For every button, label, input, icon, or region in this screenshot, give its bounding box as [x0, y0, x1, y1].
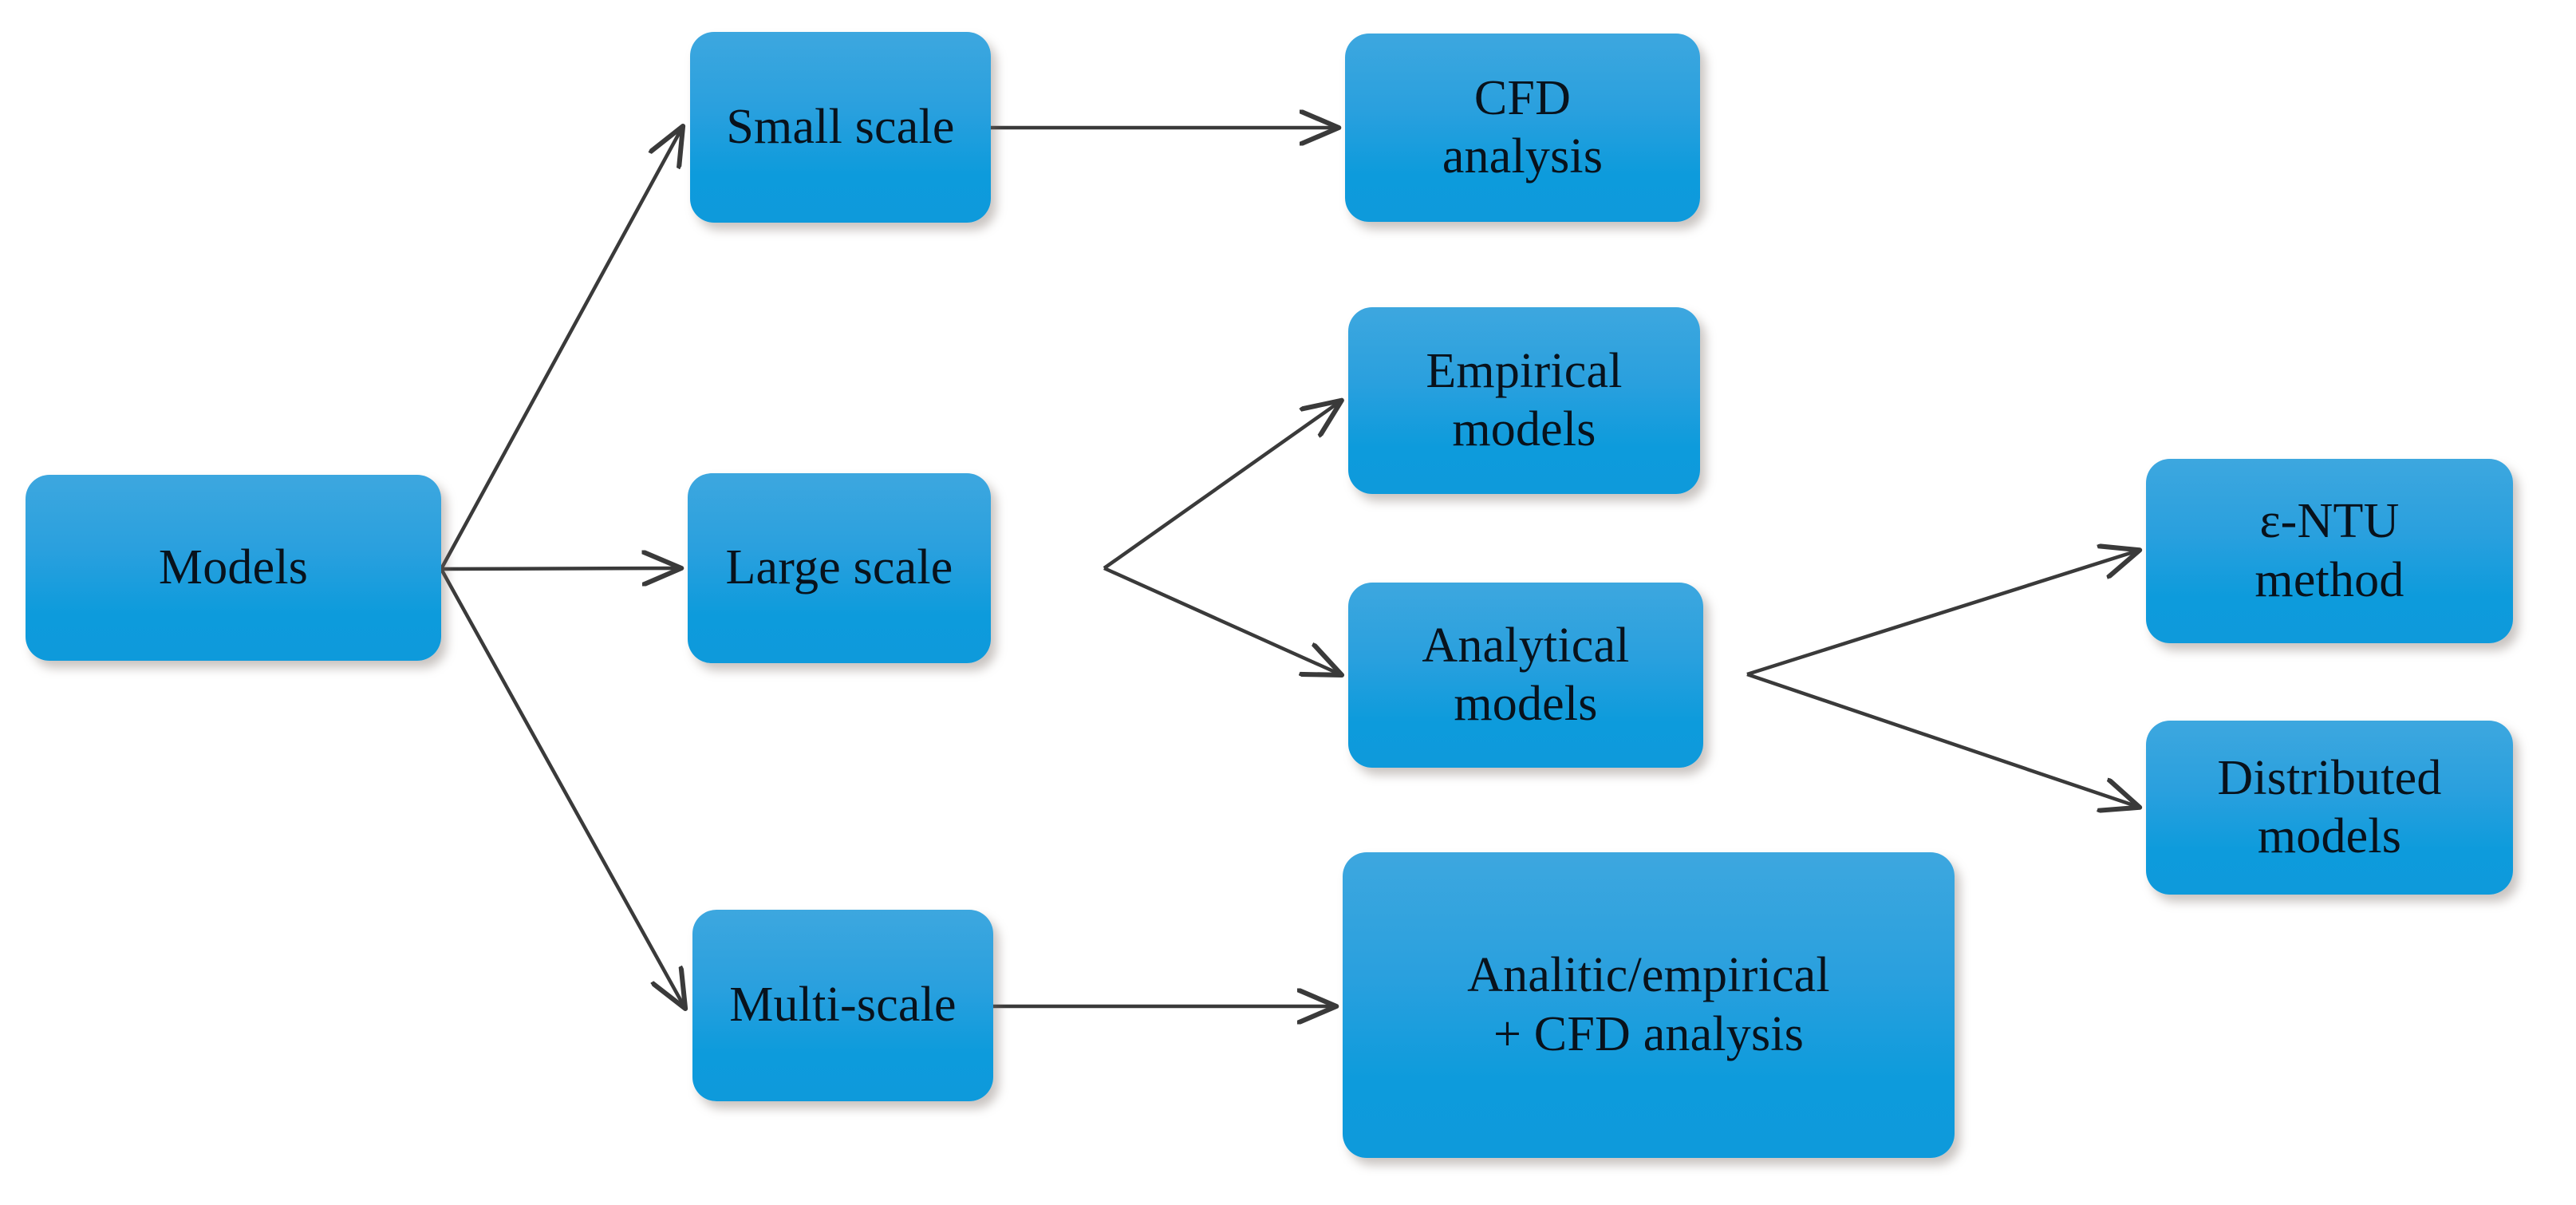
edge-analytical-distrib [1746, 672, 2138, 807]
node-distributed[interactable]: Distributed models [2146, 721, 2513, 895]
edge-models-multi [440, 567, 684, 1007]
node-label-small_scale: Small scale [726, 99, 955, 154]
node-label-empirical: Empirical models [1426, 343, 1623, 456]
node-models[interactable]: Models [26, 475, 441, 661]
node-label-analytical: Analytical models [1422, 618, 1630, 731]
node-label-models: Models [158, 539, 309, 595]
node-label-cfd: CFD analysis [1442, 70, 1604, 184]
node-entu[interactable]: ε-NTU method [2146, 459, 2513, 643]
node-label-multi_scale: Multi-scale [729, 978, 957, 1033]
node-label-large_scale: Large scale [725, 540, 953, 595]
edge-models-large [440, 568, 680, 569]
node-analytical[interactable]: Analytical models [1348, 583, 1703, 768]
node-cfd[interactable]: CFD analysis [1345, 34, 1700, 222]
edge-large-empirical [1103, 401, 1340, 570]
edge-models-small [440, 128, 682, 571]
node-large_scale[interactable]: Large scale [688, 473, 991, 663]
node-multi_scale[interactable]: Multi-scale [692, 910, 993, 1101]
edge-analytical-entu [1746, 551, 2138, 677]
edge-large-analytical [1103, 566, 1340, 674]
node-empirical[interactable]: Empirical models [1348, 307, 1700, 494]
node-label-distributed: Distributed models [2217, 750, 2442, 863]
node-label-hybrid: Analitic/empirical + CFD analysis [1467, 948, 1830, 1061]
node-label-entu: ε-NTU method [2254, 494, 2404, 607]
node-small_scale[interactable]: Small scale [690, 32, 991, 223]
node-hybrid[interactable]: Analitic/empirical + CFD analysis [1343, 852, 1955, 1158]
